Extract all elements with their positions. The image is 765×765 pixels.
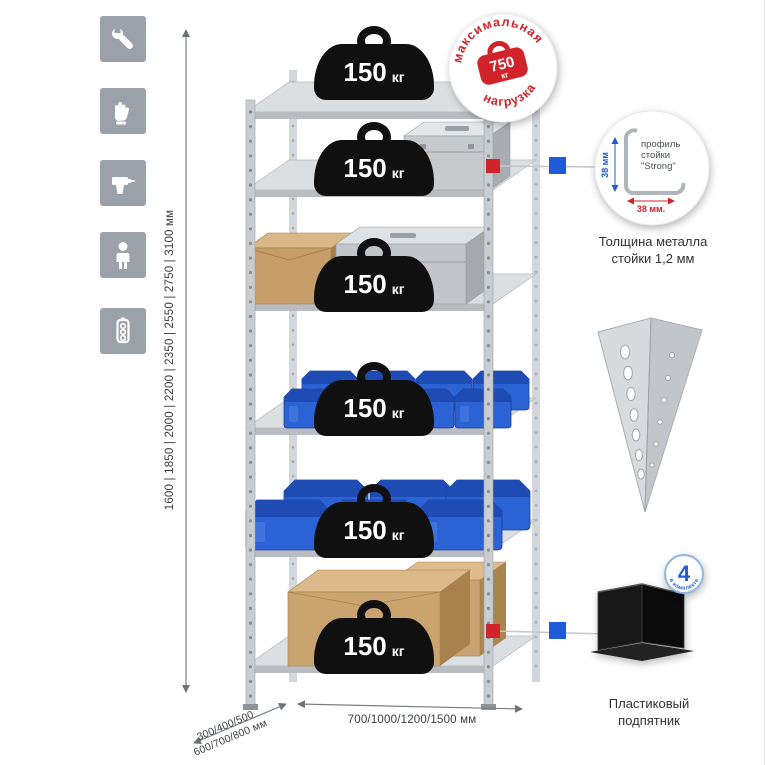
height-options-label: 1600 | 1850 | 2000 | 2200 | 2350 | 2550 … xyxy=(164,209,176,511)
shelf-load-badge: 150 кг xyxy=(314,26,434,100)
profile-label-3: "Strong" xyxy=(641,161,676,172)
back-right-post xyxy=(532,70,540,682)
shelf-load-badge: 150 кг xyxy=(314,362,434,436)
shelf-load-value: 150 xyxy=(343,269,387,299)
width-options-label: 700/1000/1200/1500 мм xyxy=(347,714,477,726)
red-marker-top xyxy=(486,159,500,173)
weight-body-icon: 150 кг xyxy=(314,502,434,558)
shelf-load-value: 150 xyxy=(343,153,387,183)
shelf-load-value: 150 xyxy=(343,515,387,545)
profile-label-1: профиль xyxy=(641,139,680,150)
red-marker-bottom xyxy=(486,624,500,638)
foot-caption: Пластиковый подпятник xyxy=(573,696,725,730)
weight-body-icon: 150 кг xyxy=(314,256,434,312)
shelf-load-badge: 150 кг xyxy=(314,484,434,558)
shelf-load-unit: кг xyxy=(391,164,405,181)
shelf-load-badge: 150 кг xyxy=(314,238,434,312)
set-count-number: 4 xyxy=(678,561,691,586)
storage-bin xyxy=(454,388,512,429)
gloves-icon xyxy=(100,88,146,134)
profile-caption: Толщина металла стойки 1,2 мм xyxy=(577,234,729,268)
shelf-load-unit: кг xyxy=(391,642,405,659)
right-foot xyxy=(481,704,496,710)
depth-dimension-line xyxy=(193,703,287,744)
profile-caption-line2: стойки 1,2 мм xyxy=(611,250,695,266)
profile-cross-section xyxy=(624,128,686,195)
stamp-value: 750 xyxy=(488,53,516,76)
shelf-load-unit: кг xyxy=(391,526,405,543)
profile-caption-line1: Толщина металла xyxy=(598,234,708,249)
shelf-load-unit: кг xyxy=(391,404,405,421)
wrench-icon xyxy=(100,16,146,62)
back-left-post xyxy=(289,70,297,682)
weight-body-icon: 150 кг xyxy=(314,380,434,436)
stamp-weight-icon xyxy=(477,47,528,85)
power-strip-icon xyxy=(100,308,146,354)
weight-body-icon: 150 кг xyxy=(314,140,434,196)
foot-caption-line2: подпятник xyxy=(618,712,680,728)
profile-callout: 38 мм 38 мм. профиль стойки "Strong" xyxy=(594,110,710,226)
weight-body-icon: 150 кг xyxy=(314,44,434,100)
blue-marker-top xyxy=(549,157,566,174)
upright-post-image xyxy=(597,317,703,513)
shelf-load-unit: кг xyxy=(391,280,405,297)
foot-caption-line1: Пластиковый xyxy=(608,696,690,711)
weight-body-icon: 150 кг xyxy=(314,618,434,674)
shelf-load-badge: 150 кг xyxy=(314,122,434,196)
shelf-load-value: 150 xyxy=(343,393,387,423)
profile-connector xyxy=(486,157,599,174)
profile-dim-vertical: 38 мм xyxy=(600,152,610,178)
stamp-unit: кг xyxy=(500,70,510,81)
stamp-weight-handle-icon xyxy=(487,40,511,55)
foot-connector xyxy=(486,622,607,639)
shelf-load-value: 150 xyxy=(343,631,387,661)
drill-icon xyxy=(100,160,146,206)
profile-dim-horizontal: 38 мм. xyxy=(637,204,665,214)
person-icon xyxy=(100,232,146,278)
profile-label-2: стойки xyxy=(641,150,670,161)
width-dimension-line xyxy=(297,700,523,713)
blue-marker-bottom xyxy=(549,622,566,639)
plastic-foot-image xyxy=(590,583,694,661)
shelf-load-unit: кг xyxy=(391,68,405,85)
set-count-badge: 4 в комплекте xyxy=(664,554,704,594)
shelf-load-value: 150 xyxy=(343,57,387,87)
shelf-load-badge: 150 кг xyxy=(314,600,434,674)
